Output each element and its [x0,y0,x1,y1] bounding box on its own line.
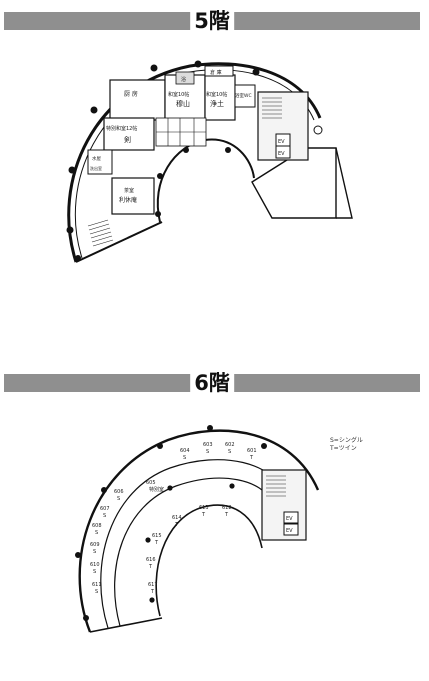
floor6-inner-courtyard [155,504,263,617]
room-616-number: 616 [146,557,156,563]
room-613-type: T [201,512,206,518]
room-605-number: 605 [146,480,156,486]
room-606-number: 606 [114,489,124,495]
room-615-type: T [154,540,159,546]
floor6-title: 6階 [190,371,234,395]
floor5-bath: 浴 [181,76,186,83]
room-602-number: 602 [225,442,235,448]
room-608-number: 608 [92,523,102,529]
floor5-header-bar: 5階 [4,9,420,33]
room-601-number: 601 [247,448,257,454]
room-603-type: S [206,449,209,455]
room-610-number: 610 [90,562,100,568]
room-606-type: S [117,496,120,502]
room-613-number: 613 [199,505,209,511]
floor5-chashitsu: 茶室 [124,187,134,194]
floor6-ev2: EV [286,528,293,534]
floor5-outer-wall [67,62,322,263]
room-612-number: 612 [222,505,232,511]
floor5-washitsu-hozan-size: 和室10帖 [168,91,189,98]
floor6-legend: S=シングル T=ツイン [330,437,363,453]
floor5-tokubetsu-size: 特別和室12帖 [106,125,137,132]
room-604-type: S [183,455,186,461]
room-614-number: 614 [172,515,182,521]
legend-single: S=シングル [330,437,363,444]
room-603-number: 603 [203,442,213,448]
floor5-kitchen: 厨 房 [124,90,138,98]
floor6-plan: EV EV 601T602S603S604S605特別室606S607S608S… [75,425,320,633]
room-615-number: 615 [152,533,162,539]
room-601-type: T [249,455,254,461]
room-608-type: S [95,530,98,536]
room-610-type: S [93,569,96,575]
room-617-number: 617 [148,582,158,588]
floor6-corridor-outer [100,459,287,629]
room-612-type: T [224,512,229,518]
room-604-number: 604 [180,448,190,454]
floor5-bath-wc: 浴室WC [235,92,252,99]
floor6-rooms: 601T602S603S604S605特別室606S607S608S609S61… [90,442,257,595]
floor6-header-bar: 6階 [4,371,420,395]
floor5-inner-courtyard [156,138,255,223]
room-602-type: S [228,449,231,455]
floor6-corridor-inner [114,477,273,627]
room-605-type: 特別室 [149,486,164,493]
room-614-type: T [174,522,179,528]
floor5-washitsu-jodo-size: 和室10帖 [206,91,227,98]
room-607-type: S [103,513,106,519]
room-607-number: 607 [100,506,110,512]
room-616-type: T [148,564,153,570]
room-609-type: S [93,549,96,555]
floor5-storage: 倉 庫 [210,69,222,76]
legend-twin: T=ツイン [330,445,357,452]
floor6-outer-wall [78,429,320,633]
floor5-washitsu-hozan-name: 穆山 [176,99,190,108]
floor5-tokubetsu-name: 剣 [124,136,131,144]
room-617-type: T [150,589,155,595]
floor5-ev2: EV [278,151,285,157]
floor5-plan: EV EV 厨 房 和室10帖 穆山 和室10帖 浄土 倉 庫 浴室WC 浴 特… [66,60,353,263]
floor5-title: 5階 [190,9,234,33]
floor5-ev1: EV [278,139,285,145]
floor5-sumiya: 洗出室 [90,165,102,171]
room-609-number: 609 [90,542,100,548]
floor5-mizuya: 水屋 [92,155,101,162]
floor5-washitsu-jodo-name: 浄土 [210,99,224,108]
floor6-ev1: EV [286,516,293,522]
floor5-chashitsu-name: 利休庵 [119,196,137,204]
room-611-type: S [95,589,98,595]
room-611-number: 611 [92,582,102,588]
